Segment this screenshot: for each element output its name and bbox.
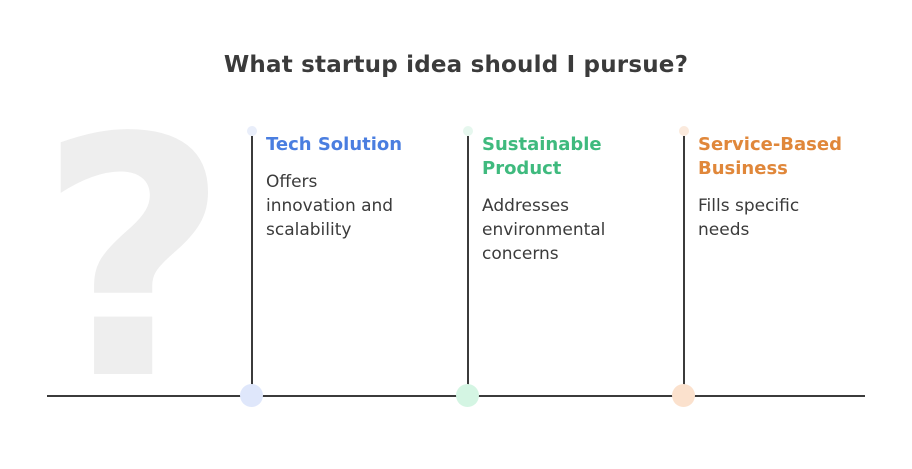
option-marker xyxy=(240,384,263,407)
option-title: Sustainable Product xyxy=(482,133,602,181)
option-top-dot xyxy=(463,126,473,136)
option-description-line: concerns xyxy=(482,244,559,264)
option-stem xyxy=(251,136,253,396)
option-description: Offers innovation and scalability xyxy=(266,170,393,242)
option-description-line: Fills specific xyxy=(698,196,800,216)
option-title-line: Sustainable xyxy=(482,134,602,155)
option-description-line: Addresses xyxy=(482,196,570,216)
diagram-title: What startup idea should I pursue? xyxy=(223,52,689,78)
option-description-line: scalability xyxy=(266,220,352,240)
option-description: Addresses environmental concerns xyxy=(482,194,605,266)
option-title-line: Business xyxy=(698,158,788,179)
option-description: Fills specific needs xyxy=(698,194,799,242)
option-description-line: environmental xyxy=(482,220,606,240)
option-top-dot xyxy=(679,126,689,136)
option-title-line: Service-Based xyxy=(698,134,842,155)
option-description-line: Offers xyxy=(266,172,318,192)
option-description-line: needs xyxy=(698,220,750,240)
option-title: Tech Solution xyxy=(266,133,402,157)
option-stem xyxy=(683,136,685,396)
option-marker xyxy=(456,384,479,407)
option-stem xyxy=(467,136,469,396)
question-mark-icon: ? xyxy=(38,68,230,452)
option-title-line: Product xyxy=(482,158,562,179)
option-title-line: Tech Solution xyxy=(266,134,403,155)
option-description-line: innovation and xyxy=(266,196,394,216)
option-title: Service-Based Business xyxy=(698,133,842,181)
option-top-dot xyxy=(247,126,257,136)
option-marker xyxy=(672,384,695,407)
